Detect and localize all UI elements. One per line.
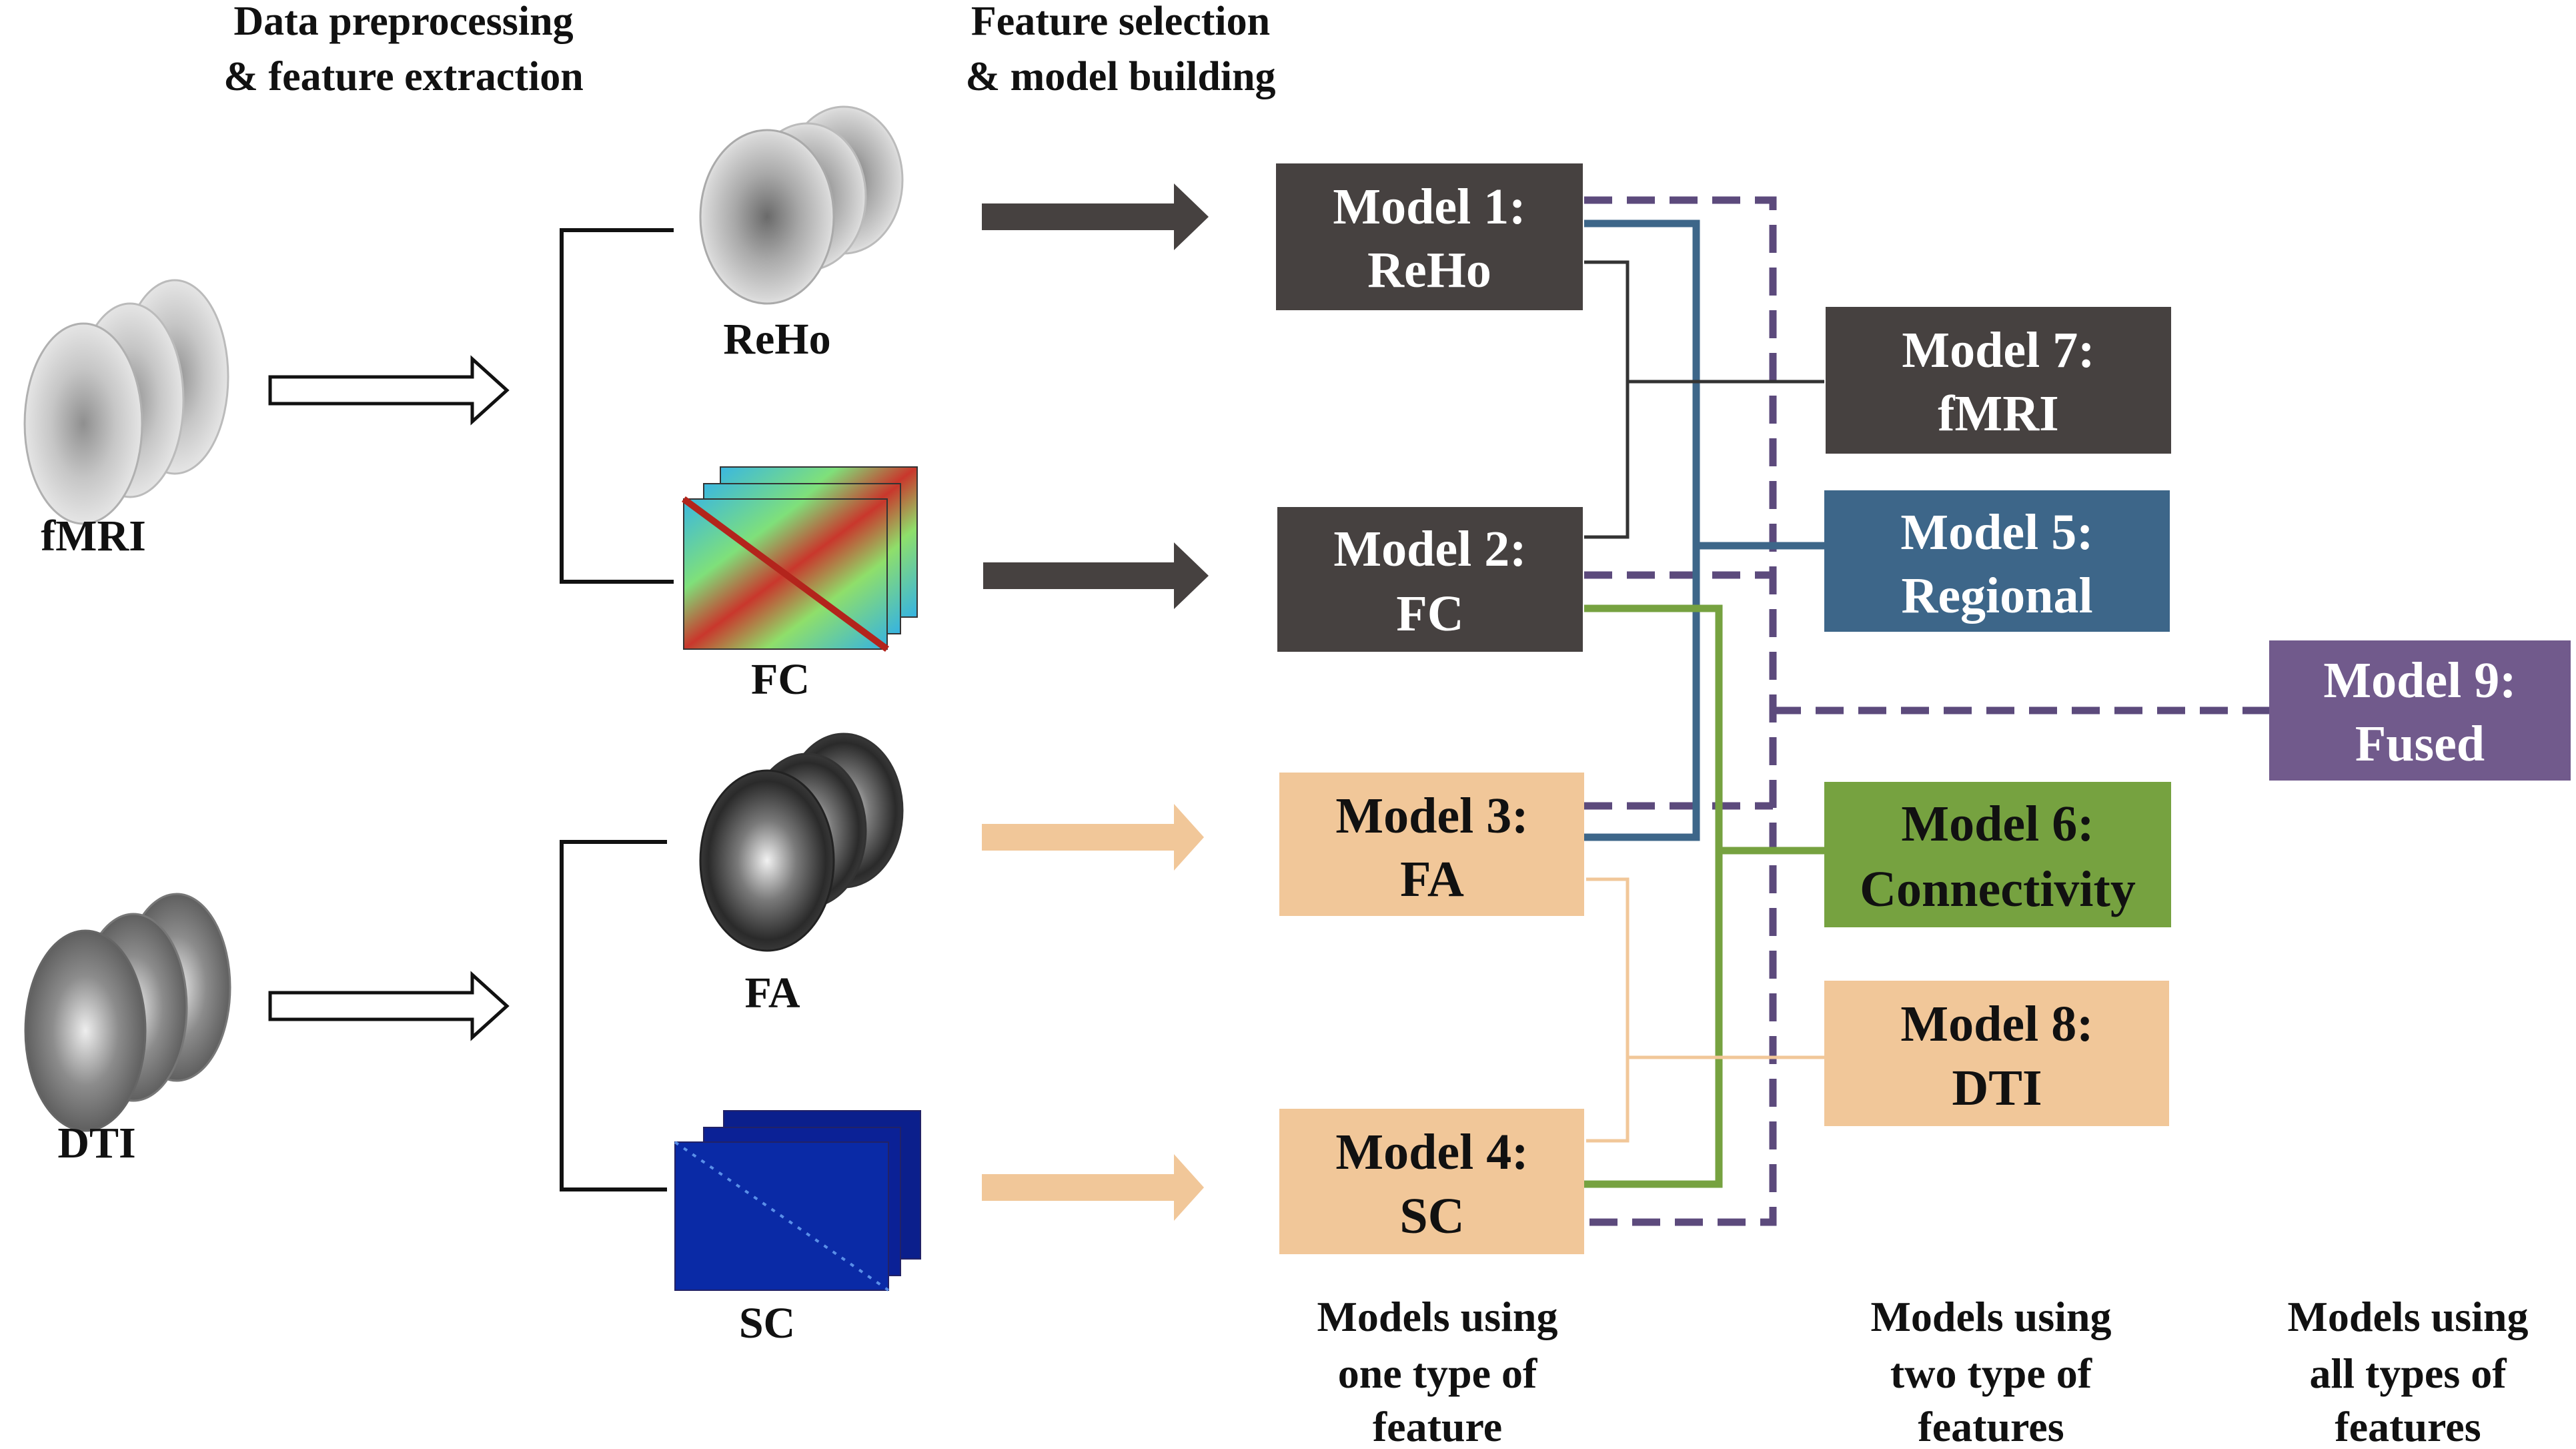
model-1-box: Model 1: ReHo [1276,163,1583,310]
svg-text:DTI: DTI [1952,1060,2042,1116]
svg-text:Fused: Fused [2355,716,2485,772]
arrow-reho-model1 [982,183,1209,250]
connector-lines [1584,196,2269,1226]
model-3-box: Model 3: FA [1279,773,1584,916]
svg-text:Model 3:: Model 3: [1335,788,1528,844]
svg-text:Model 7:: Model 7: [1902,322,2094,378]
svg-text:Model 5:: Model 5: [1900,504,2093,560]
footer-two-type-line2: two type of [1890,1350,2092,1397]
footer-two-type-line1: Models using [1871,1293,2112,1340]
model-7-box: Model 7: fMRI [1826,307,2171,454]
svg-text:Regional: Regional [1901,568,2092,624]
svg-text:Model 6:: Model 6: [1901,796,2094,852]
svg-text:Connectivity: Connectivity [1860,861,2136,917]
header-extraction: & feature extraction [223,54,583,99]
svg-text:Model 1:: Model 1: [1333,179,1525,235]
fmri-label: fMRI [41,512,146,560]
header-selection: Feature selection [971,0,1270,44]
footer-one-type-line3: feature [1373,1403,1502,1449]
model-9-box: Model 9: Fused [2269,640,2571,781]
fc-label: FC [751,655,810,704]
svg-text:SC: SC [1399,1188,1464,1244]
header-model-building: & model building [965,54,1275,99]
footer-all-types-line3: features [2335,1403,2481,1449]
footer-one-type-line2: one type of [1338,1350,1537,1397]
sc-label: SC [739,1299,795,1348]
svg-text:Model 8:: Model 8: [1900,996,2093,1052]
svg-text:FC: FC [1396,586,1463,642]
bracket-fmri [560,228,674,584]
fc-matrix-image [682,466,918,652]
model-6-box: Model 6: Connectivity [1824,782,2171,927]
dti-brain-image [24,893,231,1132]
svg-text:Model 9:: Model 9: [2323,652,2516,708]
svg-text:FA: FA [1400,851,1464,907]
footer-two-type-line3: features [1918,1403,2064,1449]
svg-text:ReHo: ReHo [1367,242,1491,298]
reho-label: ReHo [723,315,830,364]
fa-label: FA [744,969,800,1017]
sc-matrix-image [674,1110,921,1292]
model-8-box: Model 8: DTI [1824,981,2169,1126]
model-5-box: Model 5: Regional [1824,490,2170,632]
fmri-brain-image [23,279,229,525]
svg-text:Model 2:: Model 2: [1333,521,1526,577]
model-2-box: Model 2: FC [1277,507,1583,652]
dti-label: DTI [57,1119,135,1167]
hollow-arrow-fmri [268,355,510,426]
arrow-fc-model2 [983,542,1209,609]
svg-text:fMRI: fMRI [1938,386,2059,442]
model-4-box: Model 4: SC [1279,1109,1584,1254]
arrow-sc-model4 [982,1154,1204,1221]
reho-brain-image [699,105,904,305]
bracket-dti [560,840,667,1191]
fa-brain-image [699,733,904,952]
header-preprocessing: Data preprocessing [233,0,573,44]
footer-all-types-line1: Models using [2288,1293,2529,1340]
footer-all-types-line2: all types of [2309,1350,2507,1397]
svg-text:Model 4:: Model 4: [1335,1124,1528,1180]
hollow-arrow-dti [268,971,510,1041]
arrow-fa-model3 [982,804,1204,871]
footer-one-type-line1: Models using [1317,1293,1558,1340]
